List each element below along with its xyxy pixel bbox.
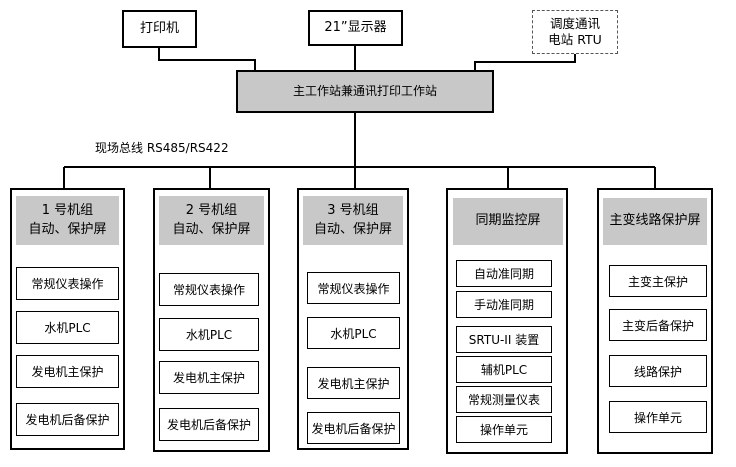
cabinet-unit-3-item-3: 发电机主保护 (307, 367, 400, 399)
cabinet-sync-monitor-title: 同期监控屏 (453, 198, 563, 245)
monitor-label: 21”显示器 (324, 19, 387, 35)
cabinet-sync-monitor-item-1: 自动准同期 (456, 260, 552, 287)
cabinet-unit-1-item-3: 发电机主保护 (16, 355, 119, 388)
cabinet-unit-1-item-2: 水机PLC (16, 311, 119, 344)
main-workstation-label: 主工作站兼通讯打印工作站 (292, 84, 437, 98)
dispatch-label-line1: 调度通讯 (549, 16, 600, 32)
dispatch-label-line2: 电站 RTU (548, 32, 602, 47)
main-workstation-box: 主工作站兼通讯打印工作站 (236, 70, 494, 113)
cabinet-transformer-item-1: 主变主保护 (609, 265, 707, 297)
cabinet-sync-monitor-item-6: 操作单元 (456, 416, 552, 443)
cabinet-sync-monitor: 同期监控屏 自动准同期 手动准同期 SRTU-II 装置 辅机PLC 常规测量仪… (446, 188, 568, 454)
printer-box: 打印机 (122, 10, 197, 48)
cabinet-unit-3-title: 3 号机组 自动、保护屏 (303, 196, 403, 245)
cabinet-sync-monitor-item-3: SRTU-II 装置 (456, 326, 552, 353)
cabinet-unit-2-item-3: 发电机主保护 (159, 361, 259, 394)
monitor-box: 21”显示器 (308, 10, 403, 46)
cabinet-unit-2-item-1: 常规仪表操作 (159, 273, 259, 306)
rtu-link (474, 54, 576, 70)
cabinet-unit-2: 2 号机组 自动、保护屏 常规仪表操作 水机PLC 发电机主保护 发电机后备保护 (153, 188, 270, 452)
cabinet-transformer-item-4: 操作单元 (609, 401, 707, 433)
cabinet-unit-3-item-1: 常规仪表操作 (307, 272, 400, 304)
printer-label: 打印机 (139, 20, 179, 36)
cabinet-unit-3: 3 号机组 自动、保护屏 常规仪表操作 水机PLC 发电机主保护 发电机后备保护 (297, 188, 409, 450)
cabinet-sync-monitor-item-5: 常规测量仪表 (456, 386, 552, 413)
cabinet-transformer-item-2: 主变后备保护 (609, 309, 707, 341)
cabinet-unit-2-title: 2 号机组 自动、保护屏 (159, 196, 264, 245)
field-bus-label: 现场总线 RS485/RS422 (95, 141, 229, 155)
cabinet-unit-2-item-4: 发电机后备保护 (159, 408, 259, 441)
cabinet-transformer-item-3: 线路保护 (609, 355, 707, 387)
cabinet-unit-1-title: 1 号机组 自动、保护屏 (16, 196, 119, 245)
cabinet-sync-monitor-item-4: 辅机PLC (456, 356, 552, 383)
cabinet-unit-1-item-1: 常规仪表操作 (16, 267, 119, 300)
cabinet-unit-1-item-4: 发电机后备保护 (16, 403, 119, 436)
dispatch-rtu-box: 调度通讯 电站 RTU (532, 10, 618, 54)
cabinet-transformer-title: 主变线路保护屏 (603, 198, 707, 245)
cabinet-sync-monitor-item-2: 手动准同期 (456, 291, 552, 318)
cabinet-unit-2-item-2: 水机PLC (159, 318, 259, 351)
cabinet-transformer-line-protection: 主变线路保护屏 主变主保护 主变后备保护 线路保护 操作单元 (597, 188, 713, 454)
printer-link (158, 48, 256, 70)
cabinet-unit-1: 1 号机组 自动、保护屏 常规仪表操作 水机PLC 发电机主保护 发电机后备保护 (10, 188, 125, 450)
cabinet-unit-3-item-2: 水机PLC (307, 317, 400, 349)
cabinet-unit-3-item-4: 发电机后备保护 (307, 412, 400, 444)
